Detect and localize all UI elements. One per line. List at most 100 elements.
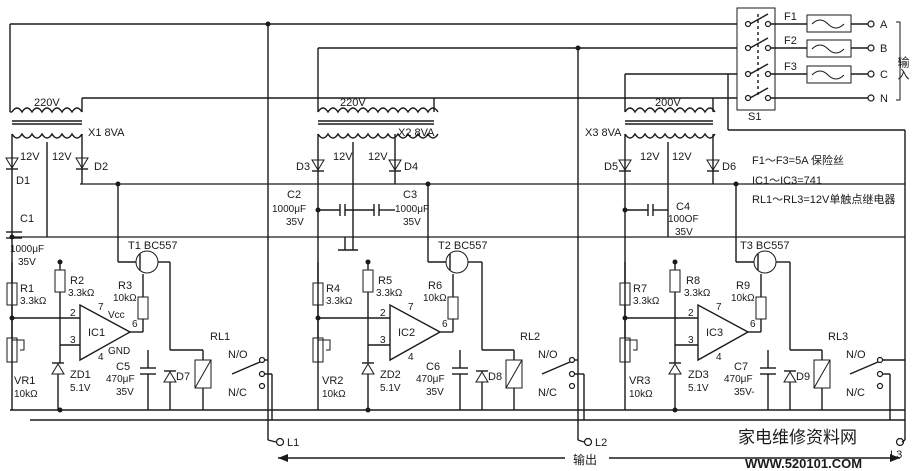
- stage2-rb-val: 3.3kΩ: [376, 288, 403, 299]
- stage2-nc: N/C: [538, 387, 557, 399]
- outputs: L1 L2 L3 输出: [267, 437, 906, 467]
- note-relay: RL1～RL3=12V单触点继电器: [752, 192, 895, 206]
- stage1-ic: IC1: [88, 327, 105, 339]
- stage3-rb-val: 3.3kΩ: [684, 288, 711, 299]
- output-l1-label: L1: [287, 437, 299, 449]
- terminal-c-label: C: [880, 69, 888, 81]
- c4-volt: 35V: [675, 227, 693, 238]
- fuse-f2: F2: [784, 35, 852, 58]
- stage1-pin7: 7: [98, 302, 104, 313]
- stage1-c: C5: [116, 361, 130, 373]
- phase-terminals: A B C N: [867, 19, 888, 105]
- c3-name: C3: [403, 189, 417, 201]
- stage3-pin6: 6: [750, 319, 756, 330]
- stage1-rb: R2: [70, 275, 84, 287]
- switch-s1-label: S1: [748, 111, 761, 123]
- c3-value: 1000μF: [395, 204, 429, 215]
- stage3-opamp: [697, 303, 750, 362]
- x3-name: X3 8VA: [585, 127, 622, 139]
- stage2-ic: IC2: [398, 327, 415, 339]
- output-l2-terminal[interactable]: [583, 437, 593, 447]
- stage2-rl: RL2: [520, 331, 540, 343]
- stage2-zd: ZD2: [380, 369, 401, 381]
- stage3-rc: R9: [736, 280, 750, 292]
- c3-volt: 35V: [403, 217, 421, 228]
- stage1-d: D7: [176, 371, 190, 383]
- d3-label: D3: [296, 161, 310, 173]
- stage3-wiring: [624, 184, 905, 420]
- d5-label: D5: [604, 161, 618, 173]
- c2-value: 1000μF: [272, 204, 306, 215]
- terminal-b[interactable]: [867, 44, 875, 52]
- stage2-pin3: 3: [380, 335, 386, 346]
- output-l2-label: L2: [595, 437, 607, 449]
- stage3-nc: N/C: [846, 387, 865, 399]
- stage2-ra: R4: [326, 283, 340, 295]
- c4-name: C4: [676, 201, 690, 213]
- diode-d3: D3: [296, 159, 325, 173]
- x1-primary: 220V: [34, 97, 60, 109]
- stage1-zd: ZD1: [70, 369, 91, 381]
- dc-rails: [10, 134, 905, 421]
- terminal-c[interactable]: [867, 70, 875, 78]
- transformer-x1: 220V X1 8VA 12V 12V: [11, 97, 125, 163]
- stage1-nc: N/C: [228, 387, 247, 399]
- rectifier-diodes: D1 D2 D3 D4 D5 D6: [5, 157, 736, 187]
- stage3-d: D9: [796, 371, 810, 383]
- switch-s1-box[interactable]: [736, 7, 776, 111]
- stage-2: R4 3.3kΩ R5 3.3kΩ R6 10kΩ IC2 2 3 4 6 7 …: [312, 269, 576, 400]
- transistor-t3: T3 BC557: [740, 240, 790, 274]
- fuse-f3-label: F3: [784, 61, 797, 73]
- x2-primary: 220V: [340, 97, 366, 109]
- stage1-opamp: [79, 303, 132, 362]
- stage3-ic: IC3: [706, 327, 723, 339]
- stage3-no: N/O: [846, 349, 866, 361]
- stage1-pin2: 2: [70, 308, 76, 319]
- stage1-rb-val: 3.3kΩ: [68, 288, 95, 299]
- input-section: S1 F1 F2 F3: [736, 7, 910, 123]
- capacitor-c3: C3 1000μF 35V: [373, 189, 429, 228]
- diode-d2: D2: [75, 157, 108, 173]
- stage3-c-volt: 35V-: [734, 387, 755, 398]
- t3-label: T3 BC557: [740, 240, 790, 252]
- switch-contacts: [744, 13, 772, 102]
- stage1-c-val: 470μF: [106, 374, 135, 385]
- x2-name: X2 8VA: [398, 127, 435, 139]
- stage1-ra-val: 3.3kΩ: [20, 296, 47, 307]
- x1-sec-right: 12V: [52, 151, 72, 163]
- note-fuses: F1～F3=5A 保险丝: [752, 153, 844, 167]
- stage1-rc: R3: [118, 280, 132, 292]
- d4-label: D4: [404, 161, 418, 173]
- t1-label: T1 BC557: [128, 240, 178, 252]
- stage3-vr-name: VR3: [629, 375, 650, 387]
- stage2-ra-val: 3.3kΩ: [326, 296, 353, 307]
- stage3-c-val: 470μF: [724, 374, 753, 385]
- stage2-rc: R6: [428, 280, 442, 292]
- stage1-vcc: Vcc: [108, 310, 125, 321]
- d2-label: D2: [94, 161, 108, 173]
- terminal-n-label: N: [880, 93, 888, 105]
- output-label: 输出: [573, 452, 597, 467]
- d6-label: D6: [722, 161, 736, 173]
- c1-value: 1000μF: [10, 244, 44, 255]
- stage2-rb: R5: [378, 275, 392, 287]
- transformer-x2: 220V X2 8VA 12V 12V: [317, 97, 439, 163]
- stage3-zd: ZD3: [688, 369, 709, 381]
- output-l3-terminal[interactable]: [895, 437, 905, 447]
- stage3-rl: RL3: [828, 331, 848, 343]
- stage1-ra: R1: [20, 283, 34, 295]
- stage2-pin4: 4: [408, 352, 414, 363]
- stage2-opamp: [389, 303, 442, 362]
- stage3-ra-val: 3.3kΩ: [633, 296, 660, 307]
- stage3-rc-val: 10kΩ: [731, 293, 755, 304]
- terminal-n[interactable]: [867, 94, 875, 102]
- c2-volt: 35V: [286, 217, 304, 228]
- output-l1-terminal[interactable]: [275, 437, 285, 447]
- stage1-rc-val: 10kΩ: [113, 293, 137, 304]
- c1-name: C1: [20, 213, 34, 225]
- terminal-a[interactable]: [867, 20, 875, 28]
- watermark-url: WWW.520101.COM: [745, 456, 862, 471]
- stage3-rb: R8: [686, 275, 700, 287]
- x3-sec-left: 12V: [640, 151, 660, 163]
